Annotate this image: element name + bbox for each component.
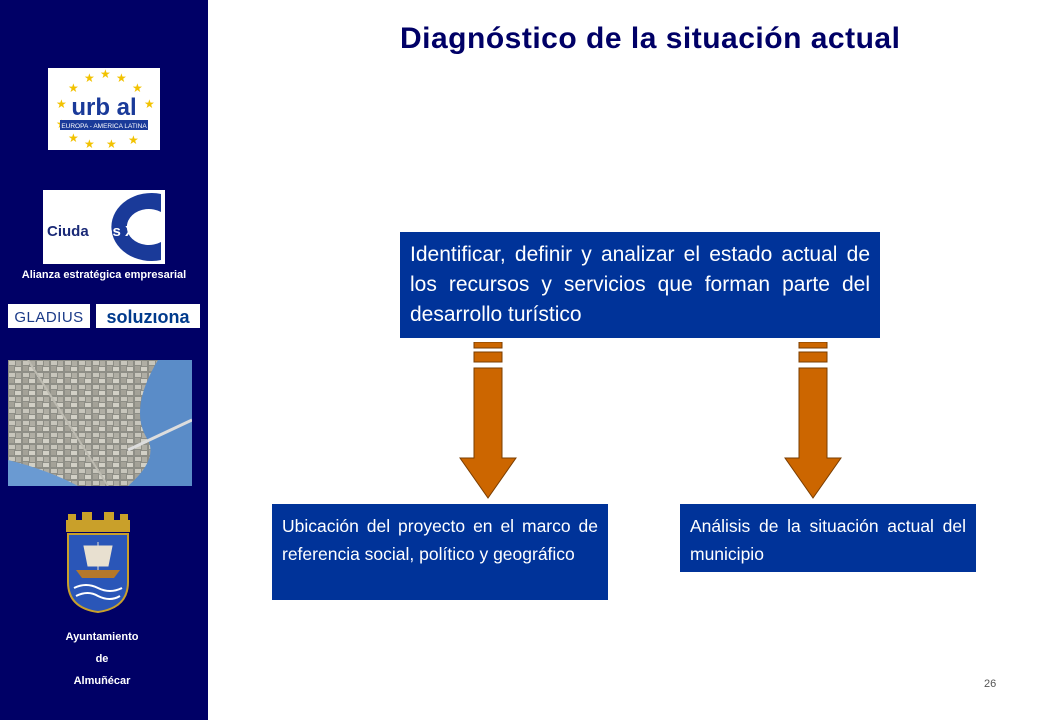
ciudades-text-a: Ciuda: [47, 223, 89, 240]
ayuntamiento-line-3: Almuñécar: [73, 675, 131, 687]
municipality-analysis-box: Análisis de la situación actual del muni…: [680, 504, 976, 572]
svg-text:★: ★: [116, 71, 127, 85]
ayuntamiento-line-2: de: [95, 653, 109, 665]
urbal-subtitle: EUROPA - AMERICA LATINA: [61, 123, 147, 130]
svg-text:★: ★: [144, 97, 155, 111]
gladius-wordmark: GLADIUS: [14, 309, 83, 326]
ciudades-xxi-logo: Ciuda des XXI: [43, 190, 165, 264]
down-arrow-left: [459, 342, 517, 499]
sidebar: ★ ★ ★ ★ ★ ★ ★ ★ ★ ★ ★ ★ urb al EUROPA - …: [0, 0, 208, 720]
svg-text:★: ★: [132, 81, 143, 95]
svg-text:★: ★: [68, 131, 79, 145]
alianza-estrategica-label: Alianza estratégica empresarial: [21, 269, 187, 281]
soluziona-logo-graphic: soluzιona: [96, 304, 200, 328]
objective-box: Identificar, definir y analizar el estad…: [400, 232, 880, 338]
down-arrow-right: [784, 342, 842, 499]
slide-title: Diagnóstico de la situación actual: [400, 22, 901, 55]
ciudades-logo-graphic: Ciuda des XXI: [47, 193, 161, 261]
urbal-logo: ★ ★ ★ ★ ★ ★ ★ ★ ★ ★ ★ ★ urb al EUROPA - …: [48, 68, 160, 150]
ciudades-text-b: des XXI: [95, 223, 149, 240]
svg-text:★: ★: [84, 71, 95, 85]
urbal-wordmark: urb al: [71, 94, 136, 121]
gladius-logo-graphic: GLADIUS: [14, 309, 83, 326]
soluziona-wordmark: soluzιona: [106, 307, 190, 327]
svg-text:★: ★: [68, 81, 79, 95]
page-number: 26: [984, 678, 997, 690]
project-location-box: Ubicación del proyecto en el marco de re…: [272, 504, 608, 600]
ayuntamiento-line-1: Ayuntamiento: [65, 631, 139, 643]
city-aerial-photo: [8, 360, 192, 486]
svg-text:★: ★: [100, 68, 111, 81]
soluziona-logo: soluzιona: [96, 304, 200, 328]
svg-text:★: ★: [56, 97, 67, 111]
svg-text:★: ★: [106, 137, 117, 150]
ayuntamiento-label: Ayuntamiento de Almuñécar: [40, 626, 164, 692]
urbal-logo-graphic: ★ ★ ★ ★ ★ ★ ★ ★ ★ ★ ★ ★ urb al EUROPA - …: [56, 68, 155, 150]
coat-of-arms-graphic: [66, 512, 130, 614]
svg-text:★: ★: [128, 133, 139, 147]
gladius-logo: GLADIUS: [8, 304, 90, 328]
almunecar-coat-of-arms: [62, 512, 134, 614]
city-aerial-graphic: [8, 360, 192, 486]
svg-text:★: ★: [84, 137, 95, 150]
